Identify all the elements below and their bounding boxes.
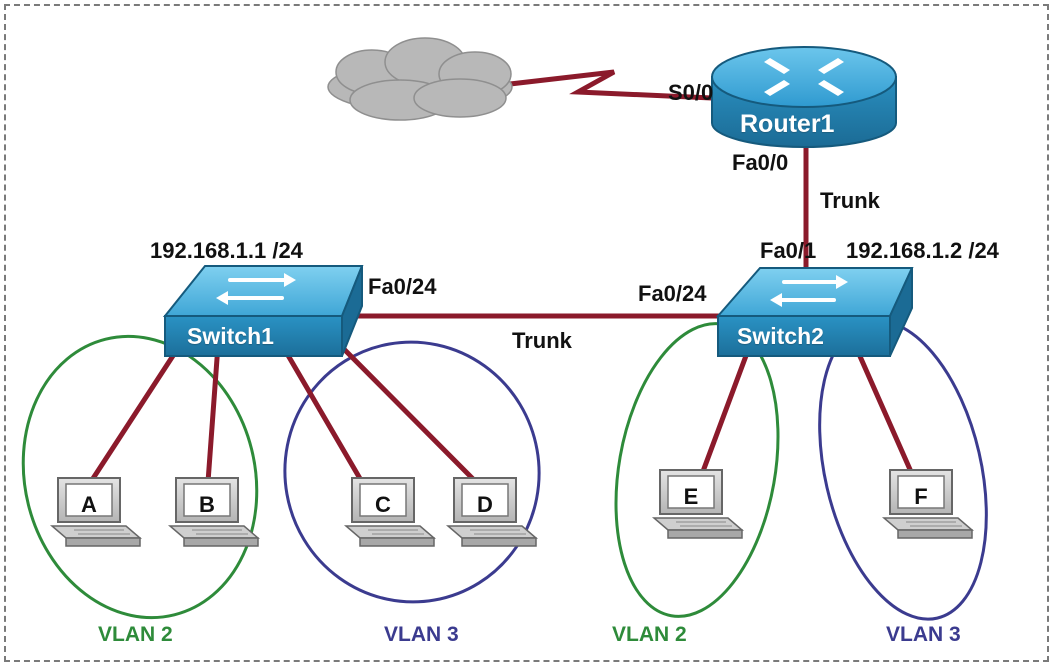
switch1-switch2-link-label: Trunk — [512, 328, 572, 353]
router-icon — [711, 46, 897, 148]
host-c-label: C — [375, 492, 391, 517]
cloud-icon — [327, 37, 513, 121]
switch1-uplink-port-label: Fa0/24 — [368, 274, 437, 299]
router-serial-port-label: S0/0 — [668, 80, 714, 105]
vlan3-ellipse-switch1 — [283, 340, 541, 604]
link-switch2-f — [852, 342, 915, 477]
vlan2-label-switch1: VLAN 2 — [98, 623, 173, 646]
link-switch1-b — [205, 342, 221, 485]
link-switch1-c — [279, 342, 365, 485]
switch1-ip-label: 192.168.1.1 /24 — [150, 238, 303, 263]
switch2-router-port-label: Fa0/1 — [760, 238, 817, 263]
host-d-label: D — [477, 492, 493, 517]
vlan2-label-switch2: VLAN 2 — [612, 623, 687, 646]
switch2-uplink-port-label: Fa0/24 — [638, 281, 707, 306]
host-b-label: B — [199, 492, 215, 517]
host-a-label: A — [81, 492, 97, 517]
link-switch2-e — [699, 342, 753, 477]
diagram-border — [4, 4, 1049, 662]
router-name: Router1 — [740, 110, 835, 138]
vlan3-label-switch2: VLAN 3 — [886, 623, 961, 646]
switch1-icon — [162, 265, 364, 357]
link-switch1-a — [89, 342, 183, 483]
switch2-ip-label: 192.168.1.2 /24 — [846, 238, 999, 263]
host-e-label: E — [683, 484, 699, 509]
vlan3-label-switch1: VLAN 3 — [384, 623, 459, 646]
switch2-name: Switch2 — [737, 323, 824, 349]
router-switch2-link-label: Trunk — [820, 188, 880, 213]
host-f-label: F — [914, 484, 928, 509]
link-switch1-d — [322, 327, 479, 485]
switch2-icon — [715, 267, 914, 357]
vlan2-ellipse-switch1 — [21, 334, 259, 620]
serial-link — [507, 69, 715, 101]
switch1-name: Switch1 — [187, 323, 274, 349]
router-fa-port-label: Fa0/0 — [732, 150, 789, 175]
